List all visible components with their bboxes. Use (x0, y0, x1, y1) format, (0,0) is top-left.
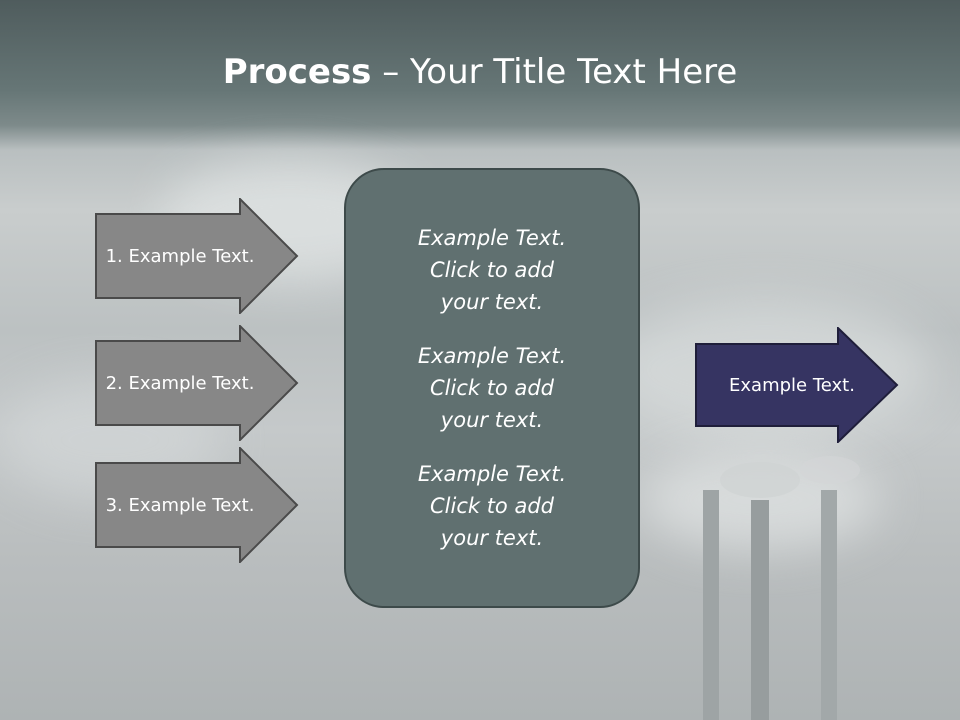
process-text-2[interactable]: Example Text. Click to add your text. (417, 344, 567, 432)
input-arrow-2[interactable]: 2. Example Text. (95, 323, 299, 443)
arrow-shape (95, 323, 299, 443)
output-arrow-label: Example Text. (729, 374, 855, 396)
input-arrow-3[interactable]: 3. Example Text. (95, 445, 299, 565)
process-text-1[interactable]: Example Text. Click to add your text. (417, 226, 567, 314)
process-text-3[interactable]: Example Text. Click to add your text. (417, 462, 567, 550)
input-arrow-label: 2. Example Text. (105, 372, 255, 394)
output-arrow[interactable]: Example Text. (695, 325, 899, 445)
title-rest: – Your Title Text Here (371, 52, 738, 92)
title-bold: Process (222, 52, 372, 92)
input-arrow-label: 1. Example Text. (105, 245, 255, 267)
arrow-shape (95, 445, 299, 565)
page-title: Process – Your Title Text Here (0, 52, 960, 92)
input-arrow-1[interactable]: 1. Example Text. (95, 196, 299, 316)
arrow-shape (695, 325, 899, 445)
input-arrow-label: 3. Example Text. (105, 494, 255, 516)
process-box[interactable]: Example Text. Click to add your text. Ex… (344, 168, 640, 608)
arrow-shape (95, 196, 299, 316)
